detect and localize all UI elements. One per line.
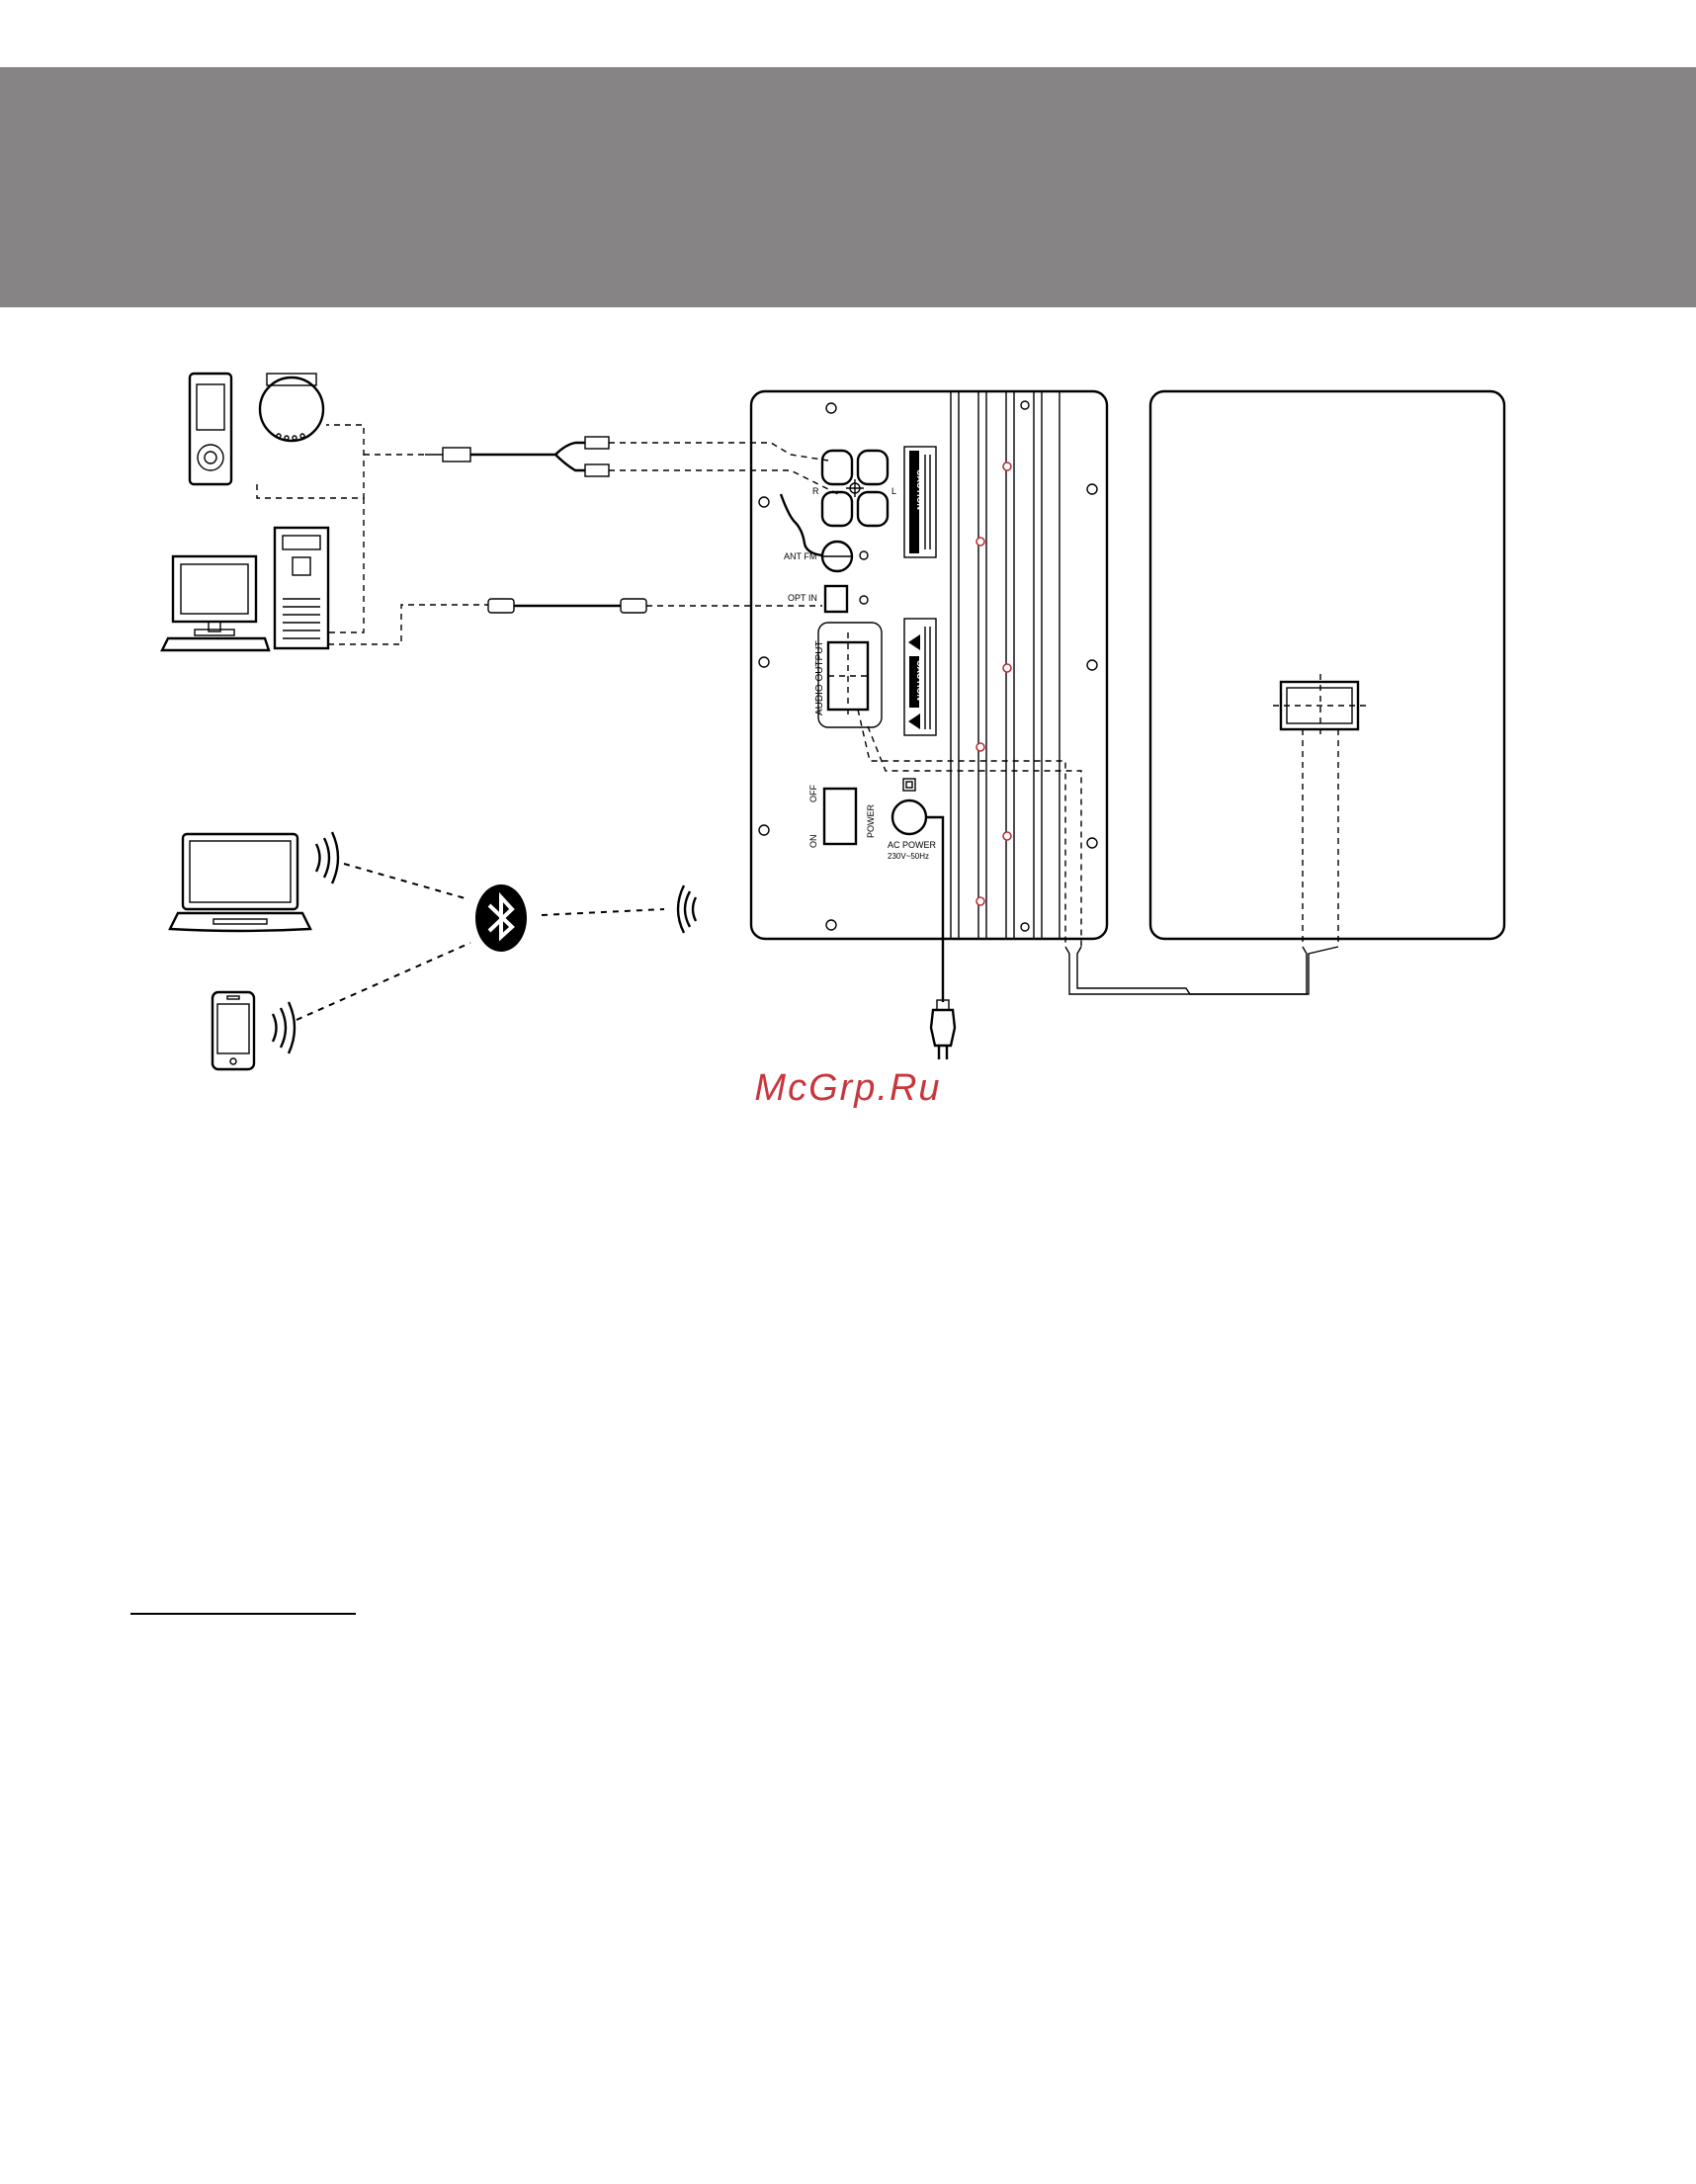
audio-output-terminals: AUDIO OUTPUT xyxy=(814,623,882,727)
on-label: ON xyxy=(808,835,818,849)
opt-in-label: OPT IN xyxy=(788,593,817,603)
pc-tower-icon xyxy=(275,528,328,648)
smartphone-icon xyxy=(212,992,254,1069)
laptop-icon xyxy=(170,834,310,931)
power-label: POWER xyxy=(866,803,876,838)
bluetooth-icon xyxy=(475,884,527,952)
jack-label-r: R xyxy=(812,486,819,496)
power-switch[interactable]: OFF ON POWER xyxy=(808,785,876,848)
caution-text-top: CAUTION xyxy=(915,469,925,510)
ac-power-label: AC POWER xyxy=(888,840,937,850)
off-label: OFF xyxy=(808,785,818,802)
mp3-player-icon xyxy=(190,374,231,484)
satellite-speaker xyxy=(1150,391,1504,939)
ac-power-socket: AC POWER 230V~50Hz xyxy=(888,779,937,861)
jack-label-l: L xyxy=(891,486,896,496)
power-plug-icon xyxy=(931,1000,955,1059)
optical-cable xyxy=(488,599,646,613)
audio-output-label: AUDIO OUTPUT xyxy=(814,640,825,715)
wireless-wave-icon xyxy=(273,1002,295,1053)
fm-antenna-socket: ANT FM xyxy=(781,494,868,571)
footnote-rule xyxy=(130,1613,356,1615)
caution-label-top: CAUTION xyxy=(904,447,936,557)
cd-player-icon xyxy=(260,374,323,441)
caution-label-mid: CAUTION xyxy=(904,619,936,735)
wireless-wave-icon xyxy=(316,832,338,883)
rca-cable xyxy=(425,437,609,476)
ant-fm-label: ANT FM xyxy=(784,551,816,561)
voltage-label: 230V~50Hz xyxy=(888,852,929,861)
caution-text-mid: CAUTION xyxy=(915,660,925,701)
optical-input: OPT IN xyxy=(788,586,868,612)
wireless-wave-icon xyxy=(678,885,696,933)
watermark: McGrp.Ru xyxy=(0,1067,1696,1110)
desktop-monitor-icon xyxy=(162,556,269,650)
